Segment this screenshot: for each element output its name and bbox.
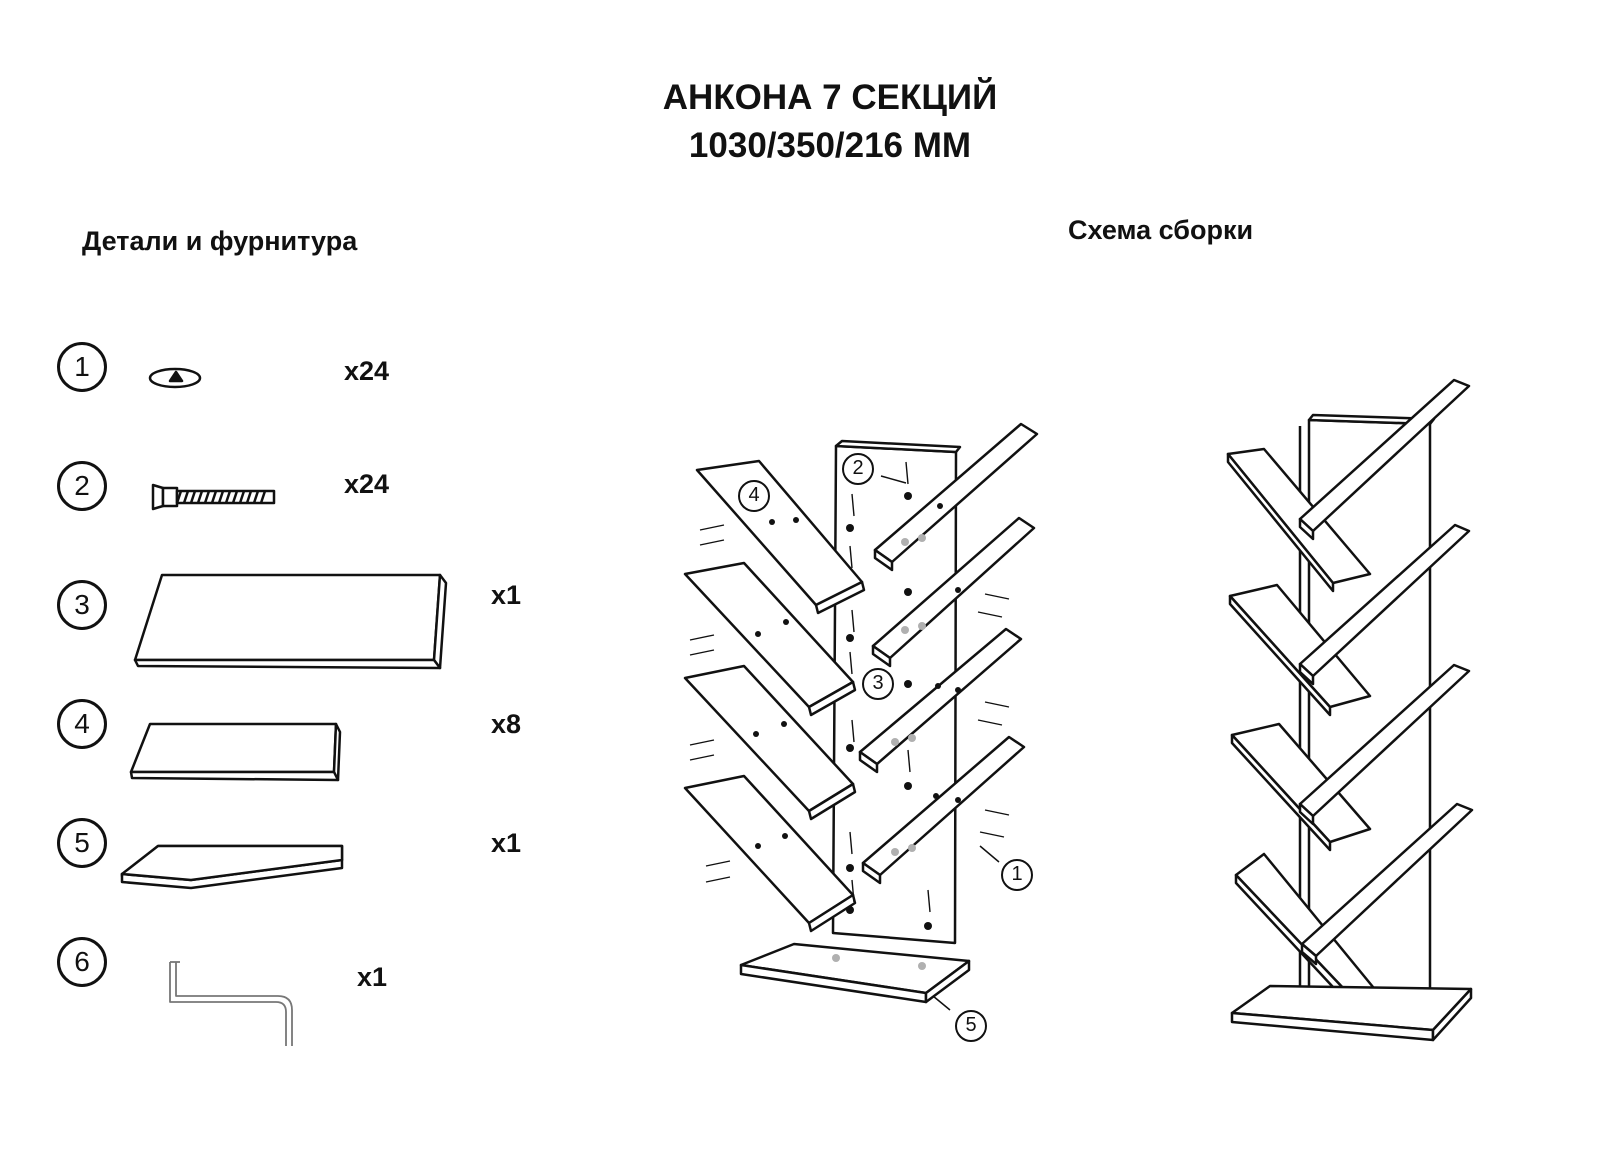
part-number-3: 3: [57, 580, 107, 630]
part-number-1: 1: [57, 342, 107, 392]
exploded-screws: [689, 461, 1010, 913]
callout-1: 1: [1001, 859, 1033, 891]
part-quantity-2: x24: [344, 469, 390, 499]
assembly-heading: Схема сборки: [1068, 215, 1254, 245]
exploded-base-panel: [739, 942, 971, 1004]
confirmat-screw-icon: [151, 483, 276, 511]
callout-3: 3: [862, 668, 894, 700]
part-quantity-1: x24: [344, 356, 390, 386]
callout-2: 2: [842, 453, 874, 485]
exploded-assembly-view: [683, 422, 1039, 1011]
callout-5: 5: [955, 1010, 987, 1042]
part-quantity-6: x1: [357, 962, 388, 992]
shelf-panel-icon: [129, 722, 342, 782]
part-number-4: 4: [57, 699, 107, 749]
part-number-2: 2: [57, 461, 107, 511]
exploded-right-shelves: [858, 422, 1039, 885]
part-quantity-4: x8: [491, 709, 522, 739]
exploded-holes: [753, 492, 961, 930]
long-panel-icon: [133, 573, 448, 670]
exploded-hint-dots: [832, 534, 926, 970]
part-quantity-3: x1: [491, 580, 522, 610]
hex-key-icon: [169, 961, 293, 1046]
callout-4: 4: [738, 480, 770, 512]
part-number-6: 6: [57, 937, 107, 987]
document-dimensions: 1030/350/216 ММ: [688, 126, 972, 165]
cam-lock-icon: [148, 367, 202, 389]
assembled-view: [1226, 378, 1474, 1042]
part-quantity-5: x1: [491, 828, 522, 858]
part-number-5: 5: [57, 818, 107, 868]
document-title: АНКОНА 7 СЕКЦИЙ: [662, 78, 998, 117]
parts-heading: Детали и фурнитура: [82, 226, 358, 256]
base-panel-icon: [120, 844, 344, 890]
